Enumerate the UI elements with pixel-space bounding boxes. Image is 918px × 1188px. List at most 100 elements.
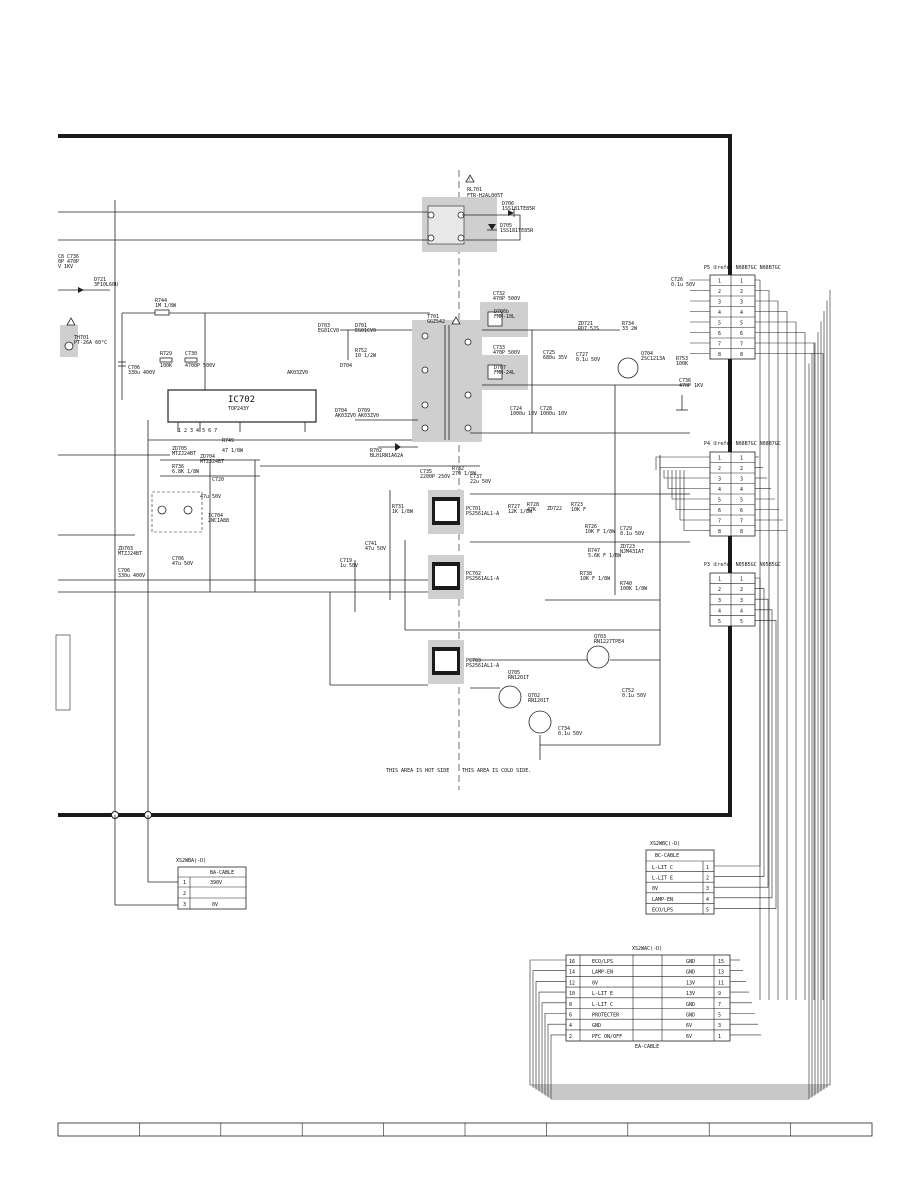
svg-text:D709: D709 <box>358 408 370 414</box>
svg-text:1SS181TE85R: 1SS181TE85R <box>502 206 536 212</box>
diode-d706: D706 1SS181TE85R <box>502 201 536 217</box>
diode-d705: D705 1SS181TE85R <box>487 223 534 234</box>
pin-label: 2 <box>740 289 743 295</box>
pin-label: 6 <box>740 331 743 337</box>
pin-label: 1 <box>718 577 721 583</box>
pin-label: 7 <box>740 519 743 525</box>
svg-text:NJM431AT: NJM431AT <box>620 549 644 555</box>
footer-grid <box>57 1122 873 1137</box>
svg-text:PC703: PC703 <box>466 658 481 664</box>
svg-text:1u 50V: 1u 50V <box>340 563 358 569</box>
signal-label: PROTECTER <box>592 1013 620 1019</box>
svg-text:D703: D703 <box>318 323 330 329</box>
svg-text:C728: C728 <box>540 406 552 412</box>
pin-label: 5 <box>718 619 721 625</box>
svg-text:C741: C741 <box>365 541 377 547</box>
cable-wire <box>655 456 710 470</box>
svg-text:TH701: TH701 <box>74 335 89 341</box>
pin-label: 5 <box>740 321 743 327</box>
svg-text:PC701: PC701 <box>466 506 481 512</box>
signal-label: L-LIT C <box>652 865 673 871</box>
svg-text:EG01CV0: EG01CV0 <box>355 328 376 334</box>
pin-label: 1 <box>706 865 709 871</box>
pin-label: 8 <box>740 352 743 358</box>
resistor-network-top: R744 1M 1/8W R729 100K C730 4700P 500V D… <box>154 298 418 395</box>
svg-text:2200P 250V: 2200P 250V <box>420 474 450 480</box>
signal-label: L-LIT E <box>652 876 673 882</box>
svg-text:47u 50V: 47u 50V <box>365 546 386 552</box>
svg-text:R723: R723 <box>571 502 583 508</box>
photocoupler-pc701: PC701 PS2561AL1-A <box>428 490 499 534</box>
svg-text:C736: C736 <box>679 378 691 384</box>
transformer-part: GGZS42 <box>427 319 445 325</box>
cable-wire <box>529 290 831 1086</box>
svg-text:ZD705: ZD705 <box>172 446 187 452</box>
svg-text:P4 ②refer N08B7GC N08B7GC: P4 ②refer N08B7GC N08B7GC <box>704 441 781 447</box>
svg-text:ZD721: ZD721 <box>578 321 593 327</box>
svg-text:Q703: Q703 <box>594 634 606 640</box>
photocoupler-pc702: PC702 PS2561AL1-A <box>428 555 499 599</box>
signal-label: GND <box>592 1023 601 1029</box>
pin-label: 4 <box>740 608 743 614</box>
svg-text:D705: D705 <box>500 223 512 229</box>
svg-text:R744: R744 <box>155 298 167 304</box>
cable-wire <box>755 290 770 1000</box>
pin-label: 1 <box>718 279 721 285</box>
connector-xs2wba: XS2WBA(-D) BA-CABLE 1 390V 2 3 0V <box>176 858 247 910</box>
pin-label: 7 <box>718 342 721 348</box>
svg-text:BL01RN1A62A: BL01RN1A62A <box>370 453 403 459</box>
cable-wire <box>538 321 822 1092</box>
pin-label: 2 <box>718 289 721 295</box>
regulator-network: C737 22u 50V R731 1K 1/8W R727 12K 1/8W … <box>340 385 690 630</box>
pin-label: 3 <box>718 598 721 604</box>
svg-text:V 1KV: V 1KV <box>58 264 73 270</box>
signal-label: ECO/LPS <box>652 907 673 913</box>
svg-text:1: 1 <box>183 880 186 886</box>
svg-text:22u 50V: 22u 50V <box>470 479 491 485</box>
pin-label: 9 <box>718 991 721 997</box>
svg-text:D707: D707 <box>494 365 506 371</box>
svg-text:ZD723: ZD723 <box>620 544 635 550</box>
signal-label: GND <box>686 1013 695 1019</box>
svg-text:R752: R752 <box>355 348 367 354</box>
input-parts: C8 C736 0P 470P V 1KV D721 3F10L60U TH70… <box>58 254 155 376</box>
svg-text:R753: R753 <box>676 356 688 362</box>
svg-text:3: 3 <box>183 902 186 908</box>
svg-text:0.1u 50V: 0.1u 50V <box>576 357 600 363</box>
svg-text:R747: R747 <box>588 548 600 554</box>
svg-text:100K: 100K <box>676 361 688 367</box>
pin-label: 4 <box>569 1023 572 1029</box>
cable-wire <box>714 620 777 909</box>
svg-text:C719: C719 <box>340 558 352 564</box>
svg-text:C733: C733 <box>493 345 505 351</box>
board-outline <box>58 134 732 817</box>
pin-label: 6 <box>718 331 721 337</box>
svg-text:4700P 500V: 4700P 500V <box>185 363 215 369</box>
svg-text:C737: C737 <box>470 474 482 480</box>
svg-text:R727: R727 <box>508 504 520 510</box>
svg-text:FMN-10L: FMN-10L <box>494 314 515 320</box>
pin-label: 2 <box>718 587 721 593</box>
svg-text:P3 ②refer N05B5GC N05B5GC: P3 ②refer N05B5GC N05B5GC <box>704 562 781 568</box>
pin-label: 1 <box>740 279 743 285</box>
svg-text:0.1u 50V: 0.1u 50V <box>622 693 646 699</box>
svg-text:R729: R729 <box>160 351 172 357</box>
pin-label: 4 <box>740 310 743 316</box>
signal-label: 13V <box>686 980 695 986</box>
svg-text:270 1/8W: 270 1/8W <box>452 471 477 477</box>
cold-side-label: THIS AREA IS COLD SIDE. <box>462 768 531 774</box>
svg-text:PC702: PC702 <box>466 571 481 577</box>
svg-text:EA-CABLE: EA-CABLE <box>635 1044 659 1050</box>
svg-text:MTZJ24BT: MTZJ24BT <box>200 459 224 465</box>
svg-text:C706: C706 <box>172 556 184 562</box>
svg-text:1 2 3 4 5 6 7: 1 2 3 4 5 6 7 <box>178 428 217 434</box>
svg-text:47K: 47K <box>527 507 536 513</box>
cable-wire <box>755 342 815 1000</box>
signal-label: LAMP-EN <box>592 970 613 976</box>
svg-text:PS2561AL1-A: PS2561AL1-A <box>466 663 499 669</box>
transistor-q705: Q705 RN1201T <box>498 670 529 709</box>
svg-text:RN1201T: RN1201T <box>528 698 549 704</box>
cable-wire <box>755 311 788 1000</box>
